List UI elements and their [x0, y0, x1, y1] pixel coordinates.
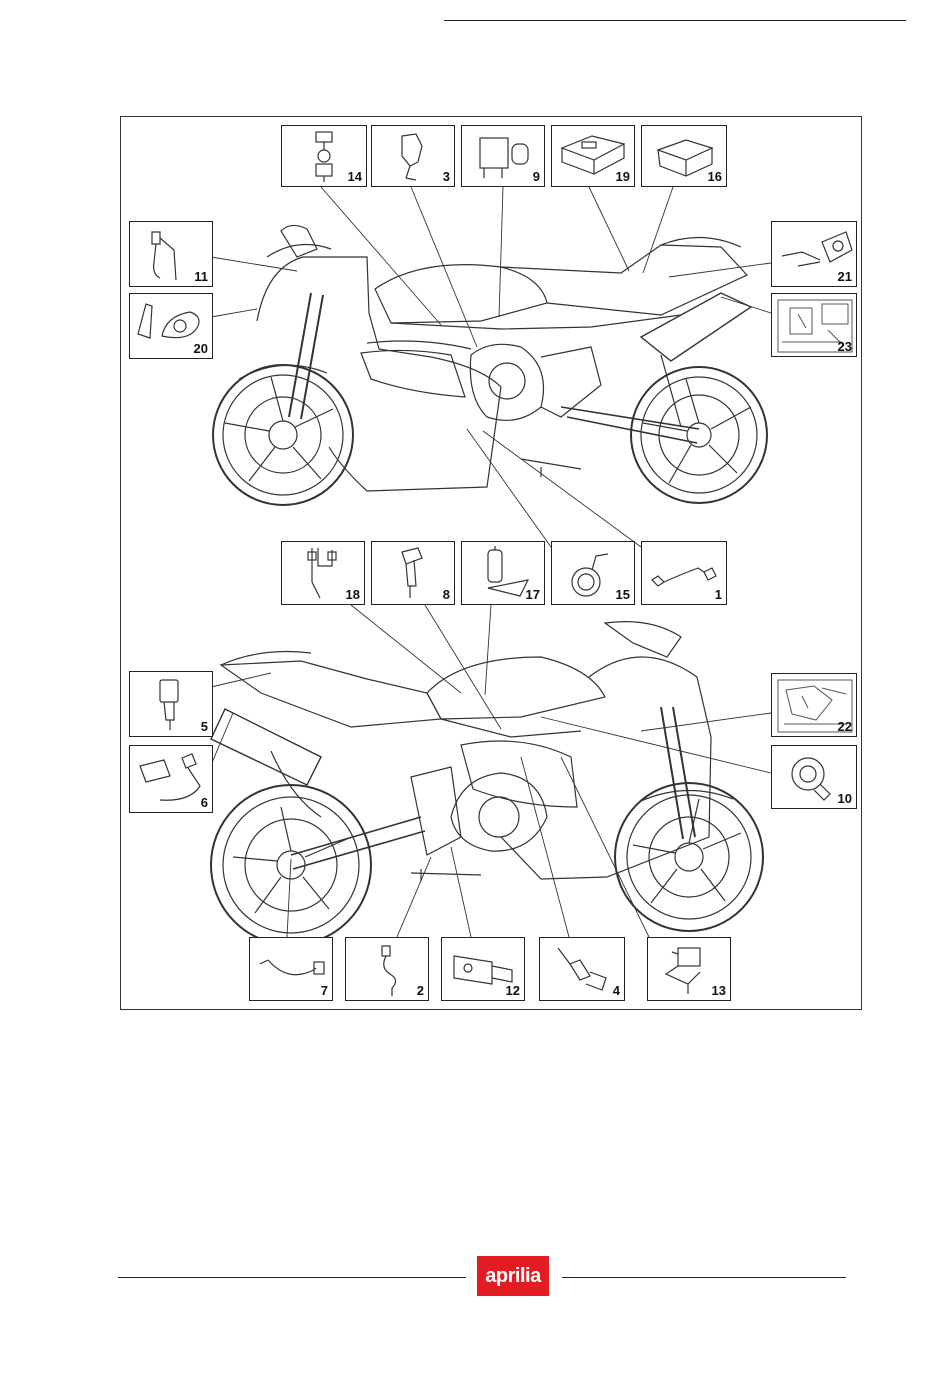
part-number-14: 14 — [348, 169, 362, 184]
part-number-8: 8 — [443, 587, 450, 602]
part-box-17: 17 — [461, 541, 545, 605]
part-number-9: 9 — [533, 169, 540, 184]
header-rule — [444, 20, 906, 21]
part-number-4: 4 — [613, 983, 620, 998]
part-box-4: 4 — [539, 937, 625, 1001]
part-number-5: 5 — [201, 719, 208, 734]
part-box-19: 19 — [551, 125, 635, 187]
part-box-23: 23 — [771, 293, 857, 357]
part-number-23: 23 — [838, 339, 852, 354]
footer-rule-right — [562, 1277, 846, 1278]
part-box-12: 12 — [441, 937, 525, 1001]
part-number-17: 17 — [526, 587, 540, 602]
part-box-14: 14 — [281, 125, 367, 187]
part-box-9: 9 — [461, 125, 545, 187]
part-box-15: 15 — [551, 541, 635, 605]
part-number-21: 21 — [838, 269, 852, 284]
part-box-10: 10 — [771, 745, 857, 809]
part-box-2: 2 — [345, 937, 429, 1001]
aprilia-logo: aprilia — [477, 1256, 549, 1296]
part-number-12: 12 — [506, 983, 520, 998]
part-box-20: 20 — [129, 293, 213, 359]
part-box-1: 1 — [641, 541, 727, 605]
part-number-2: 2 — [417, 983, 424, 998]
part-box-7: 7 — [249, 937, 333, 1001]
part-number-18: 18 — [346, 587, 360, 602]
part-number-10: 10 — [838, 791, 852, 806]
top-motorcycle — [213, 225, 767, 505]
part-number-6: 6 — [201, 795, 208, 810]
part-box-11: 11 — [129, 221, 213, 287]
footer-rule-left — [118, 1277, 466, 1278]
part-number-15: 15 — [616, 587, 630, 602]
part-box-8: 8 — [371, 541, 455, 605]
part-number-19: 19 — [616, 169, 630, 184]
part-number-7: 7 — [321, 983, 328, 998]
part-number-20: 20 — [194, 341, 208, 356]
part-number-11: 11 — [194, 269, 208, 284]
part-number-22: 22 — [838, 719, 852, 734]
part-number-13: 13 — [712, 983, 726, 998]
part-box-18: 18 — [281, 541, 365, 605]
part-box-21: 21 — [771, 221, 857, 287]
part-number-1: 1 — [715, 587, 722, 602]
part-box-13: 13 — [647, 937, 731, 1001]
part-box-5: 5 — [129, 671, 213, 737]
diagram-frame: 14 3 9 19 16 11 20 — [120, 116, 862, 1010]
part-number-3: 3 — [443, 169, 450, 184]
part-box-6: 6 — [129, 745, 213, 813]
part-box-3: 3 — [371, 125, 455, 187]
part-box-16: 16 — [641, 125, 727, 187]
part-number-16: 16 — [708, 169, 722, 184]
part-box-22: 22 — [771, 673, 857, 737]
